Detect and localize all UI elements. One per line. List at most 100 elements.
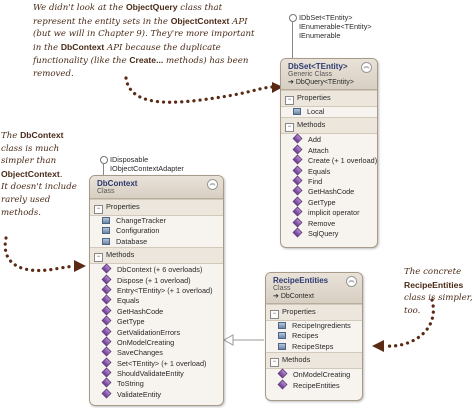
method-item: Add xyxy=(281,133,377,144)
collapse-toggle-icon: − xyxy=(270,358,279,368)
class-stereotype: Class xyxy=(97,188,115,195)
class-parent: ➔ DbContext xyxy=(273,293,314,300)
interface-lollipop-icon xyxy=(289,14,297,22)
collapse-icon[interactable]: ︽ xyxy=(346,276,357,287)
property-icon xyxy=(293,108,301,115)
collapse-toggle-icon: − xyxy=(94,253,103,263)
dbcontext-class-box[interactable]: DbContext Class ︽ −Properties ChangeTrac… xyxy=(89,175,224,406)
method-icon xyxy=(292,144,303,155)
method-icon xyxy=(292,175,303,186)
arrowhead-left xyxy=(74,260,86,272)
method-item: GetType xyxy=(90,315,223,326)
collapse-toggle-icon: − xyxy=(285,123,294,133)
method-icon xyxy=(101,294,112,305)
methods-section-toggle[interactable]: −Methods xyxy=(281,117,377,135)
method-icon xyxy=(277,368,288,379)
property-item: Local xyxy=(281,107,377,117)
method-item: DbContext (+ 6 overloads) xyxy=(90,263,223,274)
methods-section-toggle[interactable]: −Methods xyxy=(90,247,223,265)
method-item: Dispose (+ 1 overload) xyxy=(90,274,223,285)
method-item: Entry<TEntity> (+ 1 overload) xyxy=(90,284,223,295)
recipeentities-class-box[interactable]: RecipeEntities Class ➔ DbContext ︽ −Prop… xyxy=(265,272,363,401)
collapse-icon[interactable]: ︽ xyxy=(361,62,372,73)
dbset-header: DbSet<TEntity> Generic Class ➔ DbQuery<T… xyxy=(281,59,377,90)
property-item: RecipeSteps xyxy=(266,342,362,352)
collapse-toggle-icon: − xyxy=(94,205,103,214)
method-icon xyxy=(292,206,303,217)
property-icon xyxy=(102,217,110,224)
class-name: DbContext xyxy=(97,179,138,188)
collapse-toggle-icon: − xyxy=(270,310,279,319)
method-item: GetType xyxy=(281,196,377,207)
class-stereotype: Class xyxy=(273,285,291,292)
property-item: RecipeIngredients xyxy=(266,321,362,331)
arrowhead-right xyxy=(372,340,384,352)
interface-stem xyxy=(292,21,293,59)
dbset-class-box[interactable]: DbSet<TEntity> Generic Class ➔ DbQuery<T… xyxy=(280,58,378,248)
collapse-toggle-icon: − xyxy=(285,96,294,105)
property-item: Configuration xyxy=(90,226,223,236)
method-icon xyxy=(101,367,112,378)
method-item: GetHashCode xyxy=(90,305,223,316)
method-item: ValidateEntity xyxy=(90,388,223,399)
method-icon xyxy=(101,336,112,347)
property-item: Database xyxy=(90,237,223,247)
method-icon xyxy=(292,154,303,165)
class-name: RecipeEntities xyxy=(273,276,329,285)
method-icon xyxy=(277,379,288,390)
collapse-icon[interactable]: ︽ xyxy=(207,179,218,190)
property-icon xyxy=(278,342,286,350)
method-item: implicit operator xyxy=(281,206,377,217)
method-icon xyxy=(101,378,112,388)
note-top: We didn't look at the ObjectQuery class … xyxy=(33,2,255,79)
method-item: OnModelCreating xyxy=(266,368,362,379)
property-icon xyxy=(102,237,110,245)
method-item: Equals xyxy=(90,294,223,305)
dbcontext-header: DbContext Class ︽ xyxy=(90,176,223,199)
method-icon xyxy=(101,388,112,399)
class-name: DbSet<TEntity> xyxy=(288,62,348,71)
method-item: Equals xyxy=(281,165,377,176)
method-icon xyxy=(101,315,112,326)
method-icon xyxy=(292,196,303,207)
property-icon xyxy=(278,322,286,329)
note-left: The DbContext class is much simpler than… xyxy=(1,130,77,218)
method-icon xyxy=(292,217,303,227)
method-icon xyxy=(101,326,112,336)
method-item: Find xyxy=(281,175,377,186)
method-item: ToString xyxy=(90,378,223,388)
interface-lollipop-icon xyxy=(100,156,108,164)
method-item: Set<TEntity> (+ 1 overload) xyxy=(90,357,223,368)
method-icon xyxy=(292,133,303,144)
inheritance-arrowhead xyxy=(222,334,234,346)
method-icon xyxy=(292,185,303,196)
method-item: GetHashCode xyxy=(281,185,377,196)
properties-section-toggle[interactable]: −Properties xyxy=(266,304,362,321)
method-item: GetValidationErrors xyxy=(90,326,223,337)
method-icon xyxy=(101,263,112,274)
method-item: Attach xyxy=(281,144,377,155)
interface-stem xyxy=(103,163,104,175)
method-icon xyxy=(292,165,303,176)
property-item: Recipes xyxy=(266,331,362,341)
recipeentities-header: RecipeEntities Class ➔ DbContext ︽ xyxy=(266,273,362,304)
property-icon xyxy=(102,227,110,235)
method-icon xyxy=(101,357,112,368)
class-parent: ➔ DbQuery<TEntity> xyxy=(288,79,354,86)
methods-section-toggle[interactable]: −Methods xyxy=(266,352,362,370)
method-icon xyxy=(101,284,112,295)
method-item: OnModelCreating xyxy=(90,336,223,347)
method-icon xyxy=(101,305,112,316)
properties-section-toggle[interactable]: −Properties xyxy=(281,90,377,107)
method-item: Create (+ 1 overload) xyxy=(281,154,377,165)
method-icon xyxy=(292,227,303,238)
arrow-left-note xyxy=(3,236,76,273)
note-right: The concrete RecipeEntities class is sim… xyxy=(404,267,473,316)
method-item: RecipeEntities xyxy=(266,379,362,390)
arrow-top-note xyxy=(124,76,274,104)
dbset-interfaces: IDbSet<TEntity> IEnumerable<TEntity> IEn… xyxy=(299,13,372,40)
class-stereotype: Generic Class xyxy=(288,71,332,78)
properties-section-toggle[interactable]: −Properties xyxy=(90,199,223,216)
method-icon xyxy=(101,274,112,285)
